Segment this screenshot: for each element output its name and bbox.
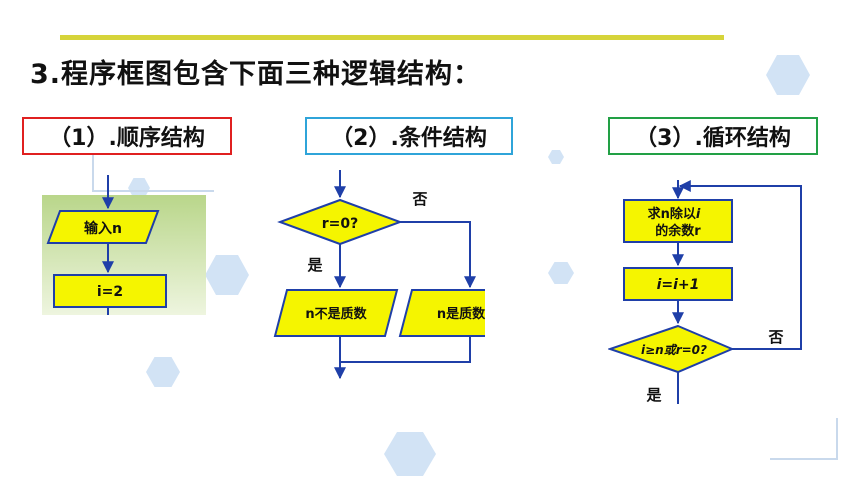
label-sequence-structure: （1）.顺序结构 [22,117,232,155]
loop-decision-text: i≥n或r=0? [641,343,707,357]
flow-arrow [400,221,476,289]
compute-text-line1: 求n除以i [648,206,701,222]
decision-text: r=0? [322,216,359,232]
merge-line [340,336,471,363]
no-branch-parallelogram [398,289,485,337]
conditional-flowchart: r=0? 否 是 n不是质数 n是质数 [273,170,485,380]
yes-branch-text: n不是质数 [305,306,367,322]
hexagon-decoration [128,178,150,198]
hexagon-decoration [548,262,574,284]
loop-flowchart: 求n除以i 的余数r i=i+1 i≥n或r=0? 否 是 [608,180,802,404]
input-parallelogram [46,210,160,244]
no-label: 否 [411,190,427,208]
frame-decoration [92,120,214,192]
label-loop-structure: （3）.循环结构 [608,117,818,155]
hexagon-decoration [766,55,810,95]
process-box [53,274,167,308]
sequence-flowchart: 输入n i=2 [42,175,206,315]
process-text: i=2 [97,284,123,300]
compute-text-line2: 的余数r [655,223,701,239]
hexagon-decoration [384,432,436,476]
no-branch-text: n是质数 [437,306,485,322]
yes-label: 是 [306,256,323,274]
page-title: 3.程序框图包含下面三种逻辑结构： [30,59,482,90]
increment-text: i=i+1 [657,277,700,293]
loop-yes-label: 是 [645,386,662,404]
label-conditional-structure: （2）.条件结构 [305,117,513,155]
hexagon-decoration [548,150,564,164]
loop-no-label: 否 [767,328,783,346]
hexagon-decoration [146,357,180,387]
loop-back-arrow [678,180,802,350]
yes-branch-parallelogram [273,289,399,337]
frame-decoration [770,418,838,460]
accent-bar [60,35,724,40]
increment-box [623,267,733,301]
input-text: 输入n [84,220,122,237]
